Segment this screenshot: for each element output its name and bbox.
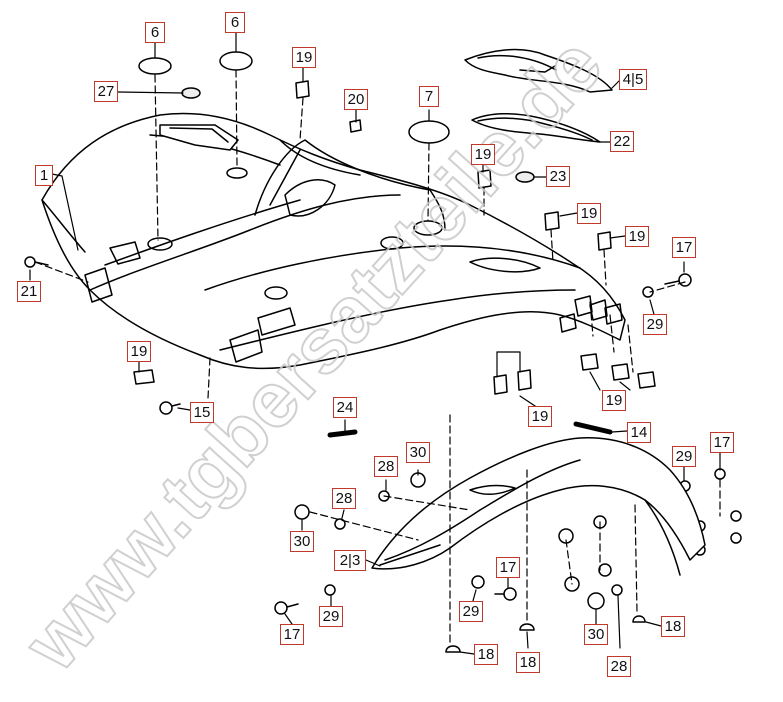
cap-23 [515, 171, 535, 183]
callout-label: 15 [190, 402, 214, 423]
callout-label: 19 [577, 203, 601, 224]
callout-label: 23 [546, 166, 570, 187]
callout-label: 6 [225, 12, 245, 33]
callout-label: 18 [474, 644, 498, 665]
callout-label: 18 [516, 652, 540, 673]
callout-label: 18 [661, 616, 685, 637]
callout-label: 2|3 [334, 550, 366, 571]
callout-label: 18 [512, 622, 516, 623]
callout-label: 21 [17, 281, 41, 302]
clip-nut-19 [133, 80, 656, 395]
cover-4-5 [464, 48, 613, 93]
callout-label: 19 [602, 390, 626, 411]
callout-label: 19 [292, 47, 316, 68]
callout-label: 19 [625, 226, 649, 247]
callout-label: 7 [419, 86, 439, 107]
trim-strips [327, 421, 613, 438]
callout-label: 19 [127, 341, 151, 362]
callout-label: 30 [406, 442, 430, 463]
callout-label: 27 [94, 81, 118, 102]
grommet-7 [408, 120, 450, 144]
callout-label: 28 [374, 456, 398, 477]
callout-label: 17 [710, 432, 734, 453]
callout-label: 22 [610, 131, 634, 152]
assembly-lines [34, 69, 721, 643]
front-fender [371, 437, 706, 576]
callout-label: 30 [290, 531, 314, 552]
callout-label: 28 [607, 656, 631, 677]
callout-label: 6 [145, 22, 165, 43]
callout-label: 29 [319, 606, 343, 627]
callout-label: 29 [643, 314, 667, 335]
callout-label: 17 [672, 237, 696, 258]
callout-label: 1 [35, 165, 53, 186]
grommet-6-right [219, 51, 253, 71]
callout-label: 28 [332, 488, 356, 509]
gasket-22 [471, 112, 601, 143]
callout-label: 24 [333, 397, 357, 418]
screws [24, 256, 742, 653]
callout-label: 29 [672, 446, 696, 467]
callout-label: 17 [280, 624, 304, 645]
callout-label: 30 [584, 624, 608, 645]
callout-label: 4|5 [619, 69, 647, 90]
callout-label: 20 [344, 89, 368, 110]
front-body-panel [41, 112, 626, 370]
callout-label: 29 [459, 601, 483, 622]
callout-label: 14 [627, 422, 651, 443]
callout-label: 19 [471, 144, 495, 165]
callout-label: 19 [528, 406, 552, 427]
callout-label: 17 [496, 557, 520, 578]
grommet-6-left [138, 57, 172, 75]
leader-lines [29, 29, 721, 655]
cap-27 [181, 87, 201, 99]
